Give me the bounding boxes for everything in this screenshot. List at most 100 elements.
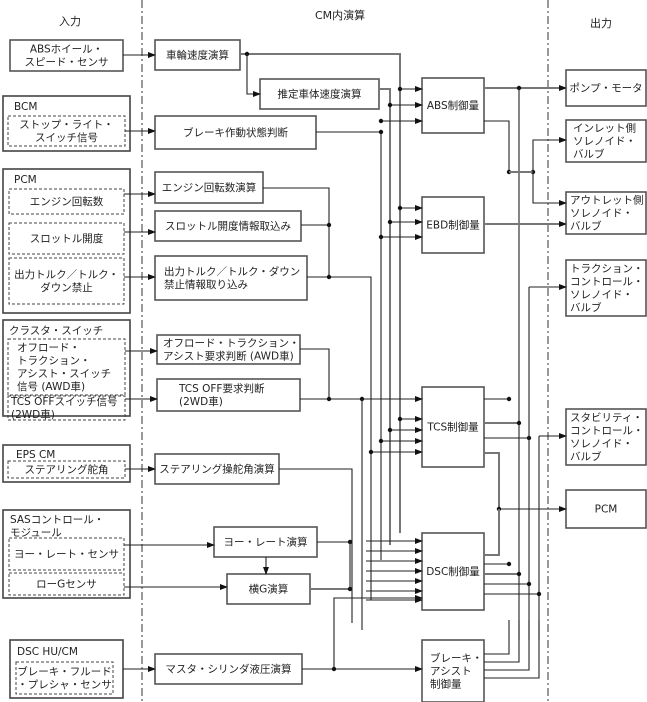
junction-dot: [387, 427, 393, 433]
header-output: 出力: [590, 16, 612, 30]
wire-ba-out-2: [484, 620, 530, 671]
input-torque-label: ダウン禁止: [40, 281, 93, 294]
input-torque: [8, 257, 125, 305]
calc-offroad-label: アシスト要求判断 (AWD車): [163, 350, 294, 363]
calc-brake-state-label: ブレーキ作動状態判断: [183, 126, 288, 139]
calc-tcs-off-label: (2WD車): [179, 395, 223, 408]
output-traction-valve-label: コントロール・: [570, 276, 644, 288]
input-low-g: [8, 572, 125, 596]
wire-to-inlet: [532, 137, 567, 172]
control-tcs: [421, 386, 485, 468]
junction-dot: [368, 449, 374, 455]
control-brake-assist: [421, 639, 485, 702]
output-pcm-label: PCM: [595, 504, 618, 516]
output-outlet-valve: [565, 191, 647, 235]
junction-dot: [516, 571, 522, 577]
wire-ba-out-3: [484, 620, 540, 679]
control-dsc-label: DSC制御量: [426, 565, 480, 578]
input-abs-sensor: [9, 39, 124, 72]
output-stability-valve-label: ソレノイド・: [570, 438, 633, 450]
calc-vehicle-speed: [259, 78, 380, 110]
junction-dot: [326, 274, 332, 280]
calc-steering: [154, 453, 280, 485]
input-abs-sensor-label: ABSホイール・: [30, 44, 103, 56]
control-tcs-label: TCS制御量: [426, 421, 479, 434]
input-eps: [2, 444, 131, 483]
wire-abs-to-valves: [484, 120, 510, 172]
input-offroad-switch: [7, 338, 126, 396]
input-engine-rpm: [8, 188, 125, 215]
junction-dot: [397, 205, 403, 211]
input-yaw-sensor: [8, 537, 125, 571]
bcm-title: BCM: [14, 101, 37, 113]
input-low-g-label: ローGセンサ: [36, 579, 97, 591]
calc-torque: [154, 255, 308, 301]
calc-lateral-g-label: 横G演算: [249, 583, 289, 596]
control-brake-assist-label: 制御量: [430, 678, 462, 691]
input-abs-sensor-label: スピード・センサ: [25, 57, 109, 69]
pcm-title: PCM: [14, 174, 37, 186]
output-stability-valve-label: スタビリティ・: [570, 412, 643, 424]
calc-throttle-label: スロットル開度情報取込み: [165, 220, 291, 233]
output-outlet-valve-label: バルブ: [570, 220, 602, 233]
output-stability-valve-label: コントロール・: [570, 425, 644, 437]
output-traction-valve-label: トラクション・: [570, 263, 644, 275]
sas-title: SASコントロール・: [10, 514, 104, 526]
calc-master-cyl: [154, 653, 303, 685]
output-pump-motor-label: ポンプ・モータ: [569, 83, 642, 95]
control-brake-assist-label: アシスト: [430, 666, 472, 678]
junction-dot: [536, 591, 542, 597]
output-traction-valve: [565, 259, 647, 317]
input-offroad-switch-label: オフロード・: [17, 342, 80, 354]
calc-wheel-speed-label: 車輪速度演算: [166, 49, 229, 62]
calc-torque-label: 出力トルク／トルク・ダウン: [164, 265, 300, 278]
output-stability-valve-label: バルブ: [570, 450, 602, 463]
output-outlet-valve-label: アウトレット側: [570, 194, 644, 207]
calc-offroad-label: オフロード・トラクション・: [163, 338, 300, 350]
calc-tcs-off-label: TCS OFF要求判断: [178, 382, 265, 395]
calc-steering-label: ステアリング操舵角演算: [159, 463, 275, 476]
input-tcs-off-switch: [7, 395, 126, 421]
junction-dot: [397, 416, 403, 422]
wire-to-outlet: [532, 172, 567, 206]
input-stop-light-label: スイッチ信号: [35, 132, 98, 144]
output-inlet-valve-label: バルブ: [573, 148, 605, 161]
calc-throttle: [154, 210, 302, 242]
input-stop-light-label: ストップ・ライト・: [19, 119, 114, 131]
input-bcm: [2, 95, 131, 152]
junction-dot: [378, 118, 384, 124]
output-inlet-valve: [565, 119, 647, 163]
output-inlet-valve-label: ソレノイド・: [573, 136, 636, 148]
control-abs-label: ABS制御量: [427, 99, 480, 112]
input-throttle: [8, 222, 125, 255]
control-brake-assist-label: ブレーキ・: [430, 652, 483, 665]
junction-dot: [506, 561, 512, 567]
input-offroad-switch-label: 信号 (AWD車): [17, 380, 85, 393]
input-engine-rpm-label: エンジン回転数: [30, 195, 104, 208]
junction-dot: [516, 420, 522, 426]
wire-master-to-dsc: [333, 595, 423, 669]
dsc-hu-title: DSC HU/CM: [17, 646, 78, 658]
control-ebd: [421, 196, 485, 254]
header-input: 入力: [59, 15, 81, 28]
junction-dot: [378, 438, 384, 444]
junction-dot: [506, 396, 512, 402]
wire-wheel-to-vehicle: [246, 54, 261, 97]
wire-dsc-pcm: [484, 509, 500, 556]
junction-dot: [326, 222, 332, 228]
wire-tcs-to-pcm: [484, 452, 500, 509]
output-inlet-valve-label: インレット側: [573, 122, 636, 135]
junction-dot: [397, 86, 403, 92]
calc-tcs-off: [156, 378, 301, 412]
calc-engine-rpm-label: エンジン回転数演算: [162, 181, 257, 194]
wire-steering-out: [279, 468, 353, 623]
input-tcs-off-switch-label: TCS OFFスイッチ信号: [10, 396, 117, 408]
input-yaw-sensor-label: ヨー・レート・センサ: [14, 549, 119, 561]
input-offroad-switch-label: アシスト・スイッチ: [17, 368, 111, 380]
input-torque-label: 出力トルク／トルク・: [14, 268, 119, 281]
input-tcs-off-switch-label: (2WD車): [11, 408, 55, 421]
junction-dot: [387, 219, 393, 225]
wire-engine-merge: [263, 187, 330, 277]
wire-ba-out-0: [484, 620, 510, 655]
